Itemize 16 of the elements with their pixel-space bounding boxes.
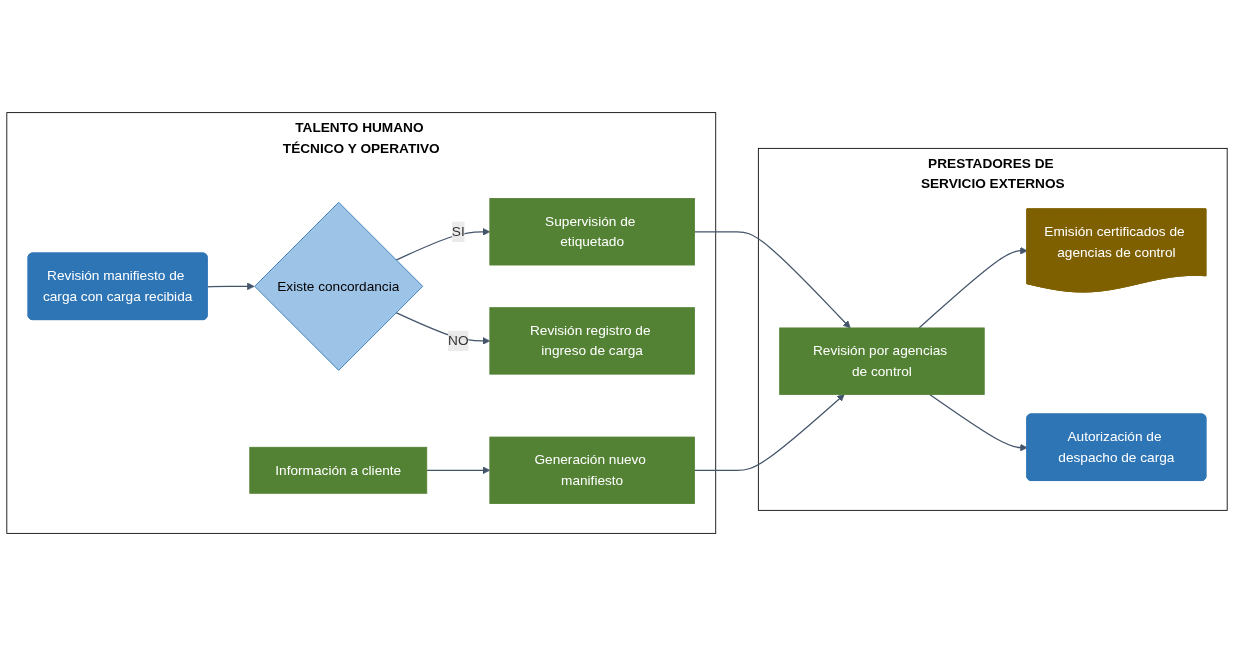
arrow xyxy=(395,228,491,261)
node-box: Generación nuevo manifiesto xyxy=(489,436,695,504)
arrow xyxy=(929,393,1028,452)
node-box: Revisión registro de ingreso de carga xyxy=(489,307,695,375)
node-box: Supervisión de etiquetado xyxy=(489,198,695,266)
node-diamond: Existe concordancia xyxy=(254,201,424,371)
edge-label: NO xyxy=(448,333,469,348)
node-box: Revisión por agencias de control xyxy=(779,327,985,395)
arrow xyxy=(426,466,491,475)
arrow xyxy=(918,247,1028,329)
arrow xyxy=(206,282,255,291)
arrow xyxy=(693,394,845,471)
edge-label: SI xyxy=(451,224,465,239)
node-box: Información a cliente xyxy=(249,446,428,494)
arrow xyxy=(693,231,851,329)
arrow xyxy=(395,311,491,345)
